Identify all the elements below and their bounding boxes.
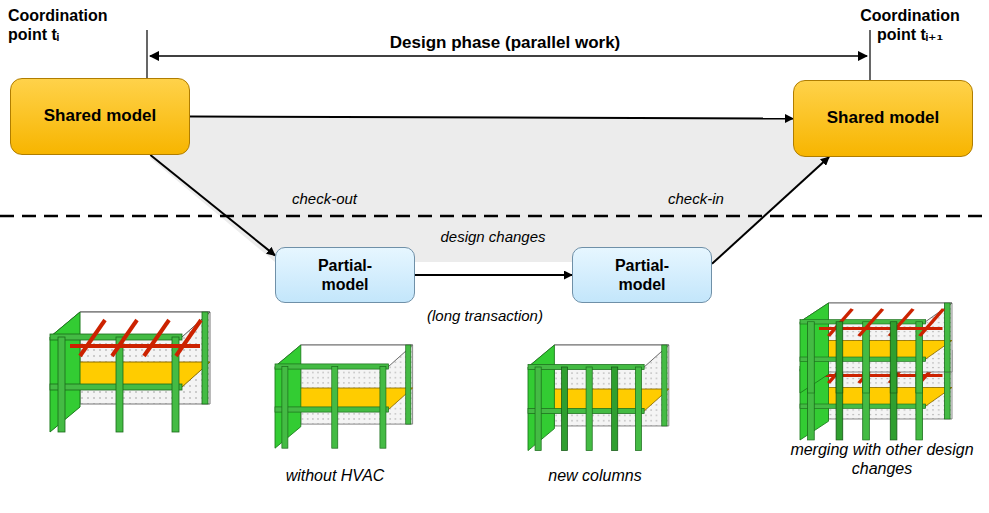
diagram-label: Coordination point tᵢ: [8, 6, 138, 44]
diagram-label: new columns: [520, 466, 670, 485]
diagram-label: merging with other design changes: [782, 440, 982, 478]
node-title: Partial-model: [305, 256, 385, 294]
partial-model-box: Partial-model: [572, 247, 712, 303]
flow-arrow: [712, 157, 829, 264]
flow-arrow: [415, 274, 572, 276]
node-title: Partial-model: [602, 256, 682, 294]
flow-arrow: [150, 155, 275, 255]
diagram-label: (long transaction): [380, 307, 590, 325]
diagram-label: Design phase (parallel work): [360, 33, 650, 53]
diagram-label: Coordination point tᵢ₊₁: [840, 6, 980, 44]
flow-arrow: [190, 117, 793, 119]
partial-model-box: Partial-model: [275, 247, 415, 303]
edge-label: check-in: [668, 190, 758, 208]
shared-model-box: Shared model: [793, 80, 973, 157]
diagram-label: without HVAC: [260, 466, 410, 485]
node-title: Shared model: [827, 108, 939, 128]
edge-label: check-out: [292, 190, 382, 208]
node-title: Shared model: [44, 106, 156, 126]
edge-label: design changes: [433, 228, 553, 246]
shared-model-box: Shared model: [10, 78, 190, 155]
